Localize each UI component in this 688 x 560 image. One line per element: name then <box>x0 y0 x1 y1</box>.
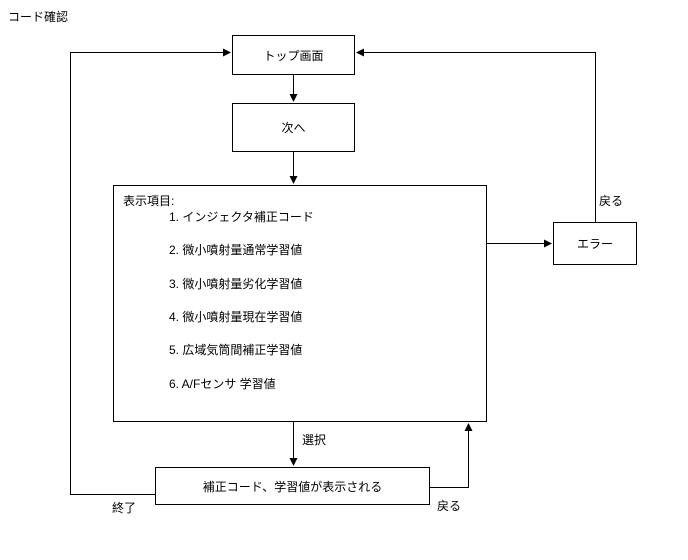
node-top-screen: トップ画面 <box>232 35 355 75</box>
node-display-items: 表示項目: 1. インジェクタ補正コード 2. 微小噴射量通常学習値 3. 微小… <box>113 185 487 422</box>
arrowhead-down-result <box>289 458 298 466</box>
diagram-title: コード確認 <box>8 10 69 24</box>
display-items-heading: 表示項目: <box>123 194 175 208</box>
arrowhead-down-panel <box>289 176 298 184</box>
edge-label-select: 選択 <box>302 431 327 448</box>
display-item-6: 6. A/Fセンサ 学習値 <box>169 377 276 391</box>
display-item-5: 5. 広域気筒間補正学習値 <box>169 343 303 357</box>
display-item-2: 2. 微小噴射量通常学習値 <box>169 243 303 257</box>
display-item-1: 1. インジェクタ補正コード <box>169 210 314 224</box>
display-item-4: 4. 微小噴射量現在学習値 <box>169 310 303 324</box>
node-next: 次へ <box>232 103 355 152</box>
arrowhead-up-panel <box>464 423 473 431</box>
edge-result-to-panel <box>430 431 469 488</box>
display-item-3: 3. 微小噴射量劣化学習値 <box>169 277 303 291</box>
edge-label-end: 終了 <box>112 499 137 516</box>
edge-label-result-return: 戻る <box>437 497 462 514</box>
arrowhead-down-next <box>289 94 298 102</box>
edge-label-error-return: 戻る <box>599 192 624 209</box>
arrowhead-left-top <box>356 48 364 57</box>
node-result: 補正コード、学習値が表示される <box>155 467 430 505</box>
arrowhead-right-error <box>544 239 552 248</box>
edge-result-to-top <box>70 52 223 495</box>
arrowhead-right-top <box>223 48 231 57</box>
node-error: エラー <box>553 222 637 265</box>
edge-error-to-top <box>364 52 596 222</box>
